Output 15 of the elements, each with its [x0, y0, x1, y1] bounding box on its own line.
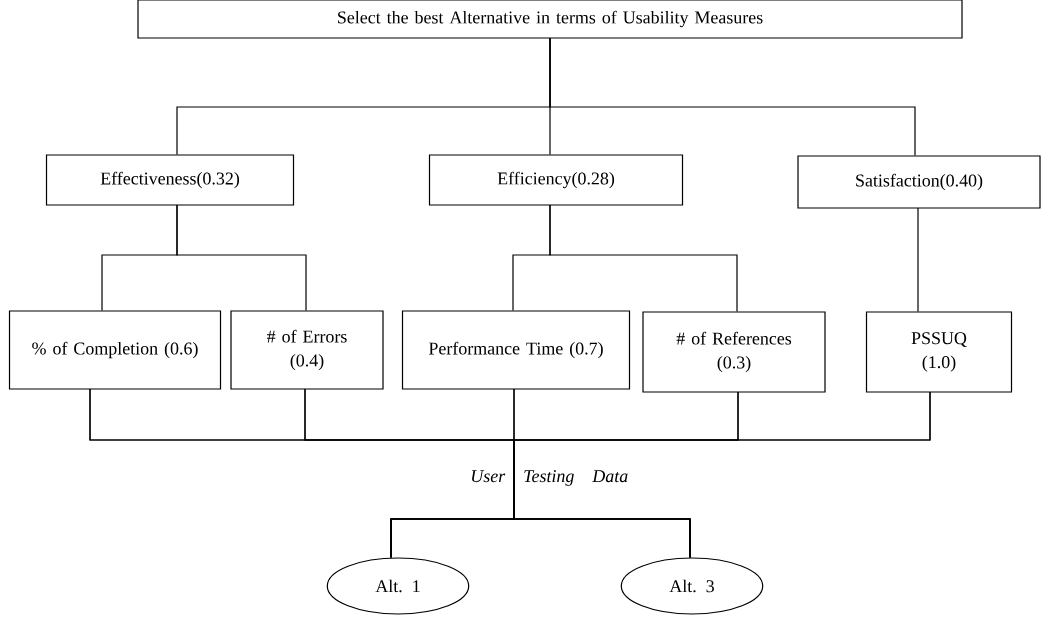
connector-line	[176, 204, 307, 311]
criterion-box: Efficiency(0.28)	[428, 154, 684, 206]
measure-box: # of References (0.3)	[642, 311, 826, 393]
data-label: User Testing Data	[472, 470, 628, 486]
measure-box: # of Errors (0.4)	[230, 310, 384, 390]
measure-box: % of Completion (0.6)	[8, 310, 222, 390]
connector-line	[917, 207, 919, 312]
measure-box: PSSUQ (1.0)	[865, 311, 1013, 393]
criterion-box: Effectiveness(0.32)	[45, 154, 295, 206]
title-box: Select the best Alternative in terms of Usability Measures	[137, 0, 963, 39]
connector-line	[549, 204, 738, 312]
connector-line	[549, 37, 916, 156]
connector-line	[513, 391, 931, 558]
measure-box: Performance Time (0.7)	[401, 310, 631, 390]
criterion-box: Satisfaction(0.40)	[797, 155, 1041, 209]
